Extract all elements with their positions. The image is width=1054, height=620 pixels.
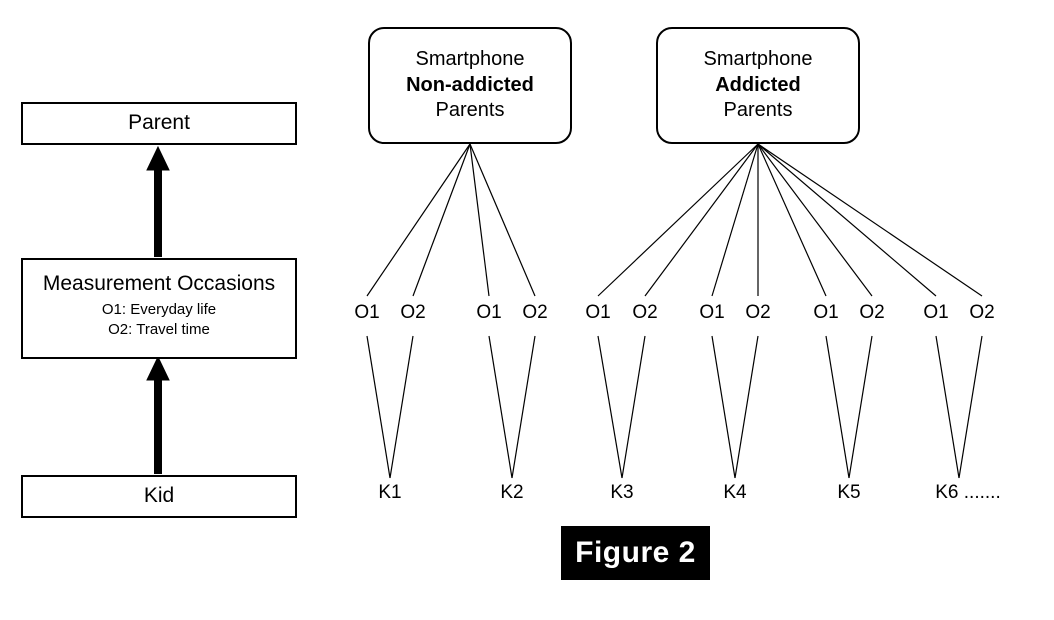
kid-label: K1 — [378, 482, 402, 503]
group-box-non-addicted-line3: Parents — [435, 99, 505, 122]
kid-box-label: Kid — [143, 484, 175, 508]
group-box-addicted-line2: Addicted — [715, 73, 801, 96]
parent-box-label: Parent — [128, 111, 190, 135]
measurement-occasion-o2: O2: Travel time — [108, 320, 210, 338]
kid-label: K3 — [610, 482, 634, 503]
occasion-label: O1 — [699, 302, 725, 323]
kid-label: K6 ....... — [935, 482, 1001, 503]
kid-box: Kid — [21, 475, 297, 518]
occasion-label: O1 — [923, 302, 949, 323]
figure-caption: Figure 2 — [561, 526, 710, 580]
occasion-label: O1 — [813, 302, 839, 323]
fan-nonaddicted — [366, 143, 536, 297]
fan-addicted — [597, 143, 983, 297]
group-box-addicted-parents: Smartphone Addicted Parents — [656, 27, 860, 144]
kid-label: K5 — [837, 482, 861, 503]
group-box-addicted-line1: Smartphone — [703, 48, 813, 71]
arrow-measurement-to-parent — [146, 145, 170, 257]
arrow-kid-to-measurement — [146, 355, 170, 474]
group-box-addicted-line3: Parents — [723, 99, 793, 122]
measurement-occasion-o1: O1: Everyday life — [101, 301, 217, 319]
group-box-non-addicted-line1: Smartphone — [415, 48, 525, 71]
occasion-label: O1 — [476, 302, 502, 323]
occasion-label: O2 — [632, 302, 658, 323]
occasion-label: O2 — [745, 302, 771, 323]
parent-box: Parent — [21, 102, 297, 145]
figure-caption-text: Figure 2 — [575, 536, 696, 569]
v-connectors-kids — [366, 335, 983, 479]
measurement-occasions-box: Measurement Occasions O1: Everyday life … — [21, 258, 297, 359]
group-box-non-addicted-parents: Smartphone Non-addicted Parents — [368, 27, 572, 144]
occasion-label: O2 — [969, 302, 995, 323]
occasion-label: O1 — [354, 302, 380, 323]
occasion-label: O2 — [522, 302, 548, 323]
group-box-non-addicted-line2: Non-addicted — [406, 73, 534, 96]
measurement-occasions-title: Measurement Occasions — [42, 272, 276, 295]
kid-label: K4 — [723, 482, 747, 503]
occasion-label: O1 — [585, 302, 611, 323]
occasion-label: O2 — [859, 302, 885, 323]
kid-label: K2 — [500, 482, 524, 503]
occasion-label: O2 — [400, 302, 426, 323]
